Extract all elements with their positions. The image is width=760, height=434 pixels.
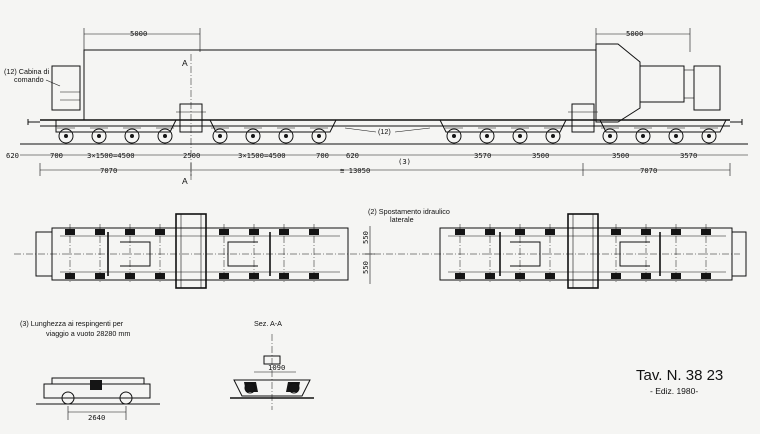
plan-wheel xyxy=(155,224,165,284)
dim-550-b: 550 xyxy=(361,261,370,274)
dim-550-a: 550 xyxy=(361,231,370,244)
dim-3x1500-left: 3×1500=4500 xyxy=(87,151,135,160)
wheel xyxy=(544,127,562,144)
dim-700-left: 700 xyxy=(50,151,63,160)
dim-3x1500-mid: 3×1500=4500 xyxy=(238,151,286,160)
plan-wheel xyxy=(309,224,319,284)
dim-3570-b: 3570 xyxy=(680,151,697,160)
wheel xyxy=(156,127,174,144)
dim-top-left: 5000 xyxy=(130,29,147,38)
dim-3500-b: 3500 xyxy=(612,151,629,160)
dim-2640: 2640 xyxy=(88,413,105,422)
dim-13050: ≅ 13050 xyxy=(340,166,370,175)
plan-wheel xyxy=(249,224,259,284)
cab-right xyxy=(693,65,721,111)
dim-top-right: 5000 xyxy=(626,29,643,38)
dim-620-mid: 620 xyxy=(346,151,359,160)
plan-wheel xyxy=(641,224,651,284)
section-aa: Sez. A-A 1090 xyxy=(230,319,314,410)
label-12: (12) xyxy=(378,127,391,136)
dim-700-mid: 700 xyxy=(316,151,329,160)
wheel xyxy=(90,127,108,144)
wheelsets-elevation xyxy=(57,127,718,144)
dim-620-left: 620 xyxy=(6,151,19,160)
side-elevation: 5000 5000 A A (12) Cabina di comando (12… xyxy=(4,28,748,186)
plan-view: 550 550 (2) Spostamento idraulico latera… xyxy=(14,207,747,289)
wheel xyxy=(310,127,328,144)
dim-3-ref: (3) xyxy=(398,157,411,166)
bolster-left xyxy=(179,103,203,133)
plan-wheel xyxy=(671,224,681,284)
section-mark-top: A xyxy=(182,58,188,68)
wheel xyxy=(634,127,652,144)
plan-wheel xyxy=(545,224,555,284)
bolster-right xyxy=(571,103,595,133)
wheel xyxy=(57,127,75,144)
dim-3500-a: 3500 xyxy=(532,151,549,160)
wheel xyxy=(445,127,463,144)
wheelsets-plan xyxy=(65,224,711,284)
drawing-number: Tav. N. 38 23 xyxy=(636,367,723,384)
label-cab-2: comando xyxy=(14,75,44,84)
wheel xyxy=(601,127,619,144)
bogie-view: 2640 xyxy=(36,377,160,422)
load-head xyxy=(595,43,641,123)
note-lateral-shift: (2) Spostamento idraulico xyxy=(368,207,450,216)
dim-7070-left: 7070 xyxy=(100,166,117,175)
wheel xyxy=(511,127,529,144)
plan-wheel xyxy=(279,224,289,284)
wheel xyxy=(211,127,229,144)
note-buffer-length-2: viaggio a vuoto 28280 mm xyxy=(46,329,130,338)
dim-1090: 1090 xyxy=(268,363,285,372)
wheel xyxy=(700,127,718,144)
section-mark-bottom: A xyxy=(182,176,188,186)
cab-left xyxy=(51,65,81,111)
plan-wheel xyxy=(611,224,621,284)
plan-wheel xyxy=(125,224,135,284)
wheel xyxy=(244,127,262,144)
note-buffer-length: (3) Lunghezza ai respingenti per xyxy=(20,319,124,328)
note-lateral-shift-2: laterale xyxy=(390,215,414,224)
plan-wheel xyxy=(485,224,495,284)
load-nozzle xyxy=(639,65,685,103)
wheel xyxy=(123,127,141,144)
drawing-edition: - Ediz. 1980- xyxy=(650,386,698,396)
plan-wheel xyxy=(455,224,465,284)
plan-wheel xyxy=(65,224,75,284)
dim-7070-right: 7070 xyxy=(640,166,657,175)
plan-wheel xyxy=(219,224,229,284)
wheel xyxy=(667,127,685,144)
dim-3570-a: 3570 xyxy=(474,151,491,160)
plan-bolster-right xyxy=(567,213,599,289)
load-body xyxy=(83,49,597,121)
plan-bolster-left xyxy=(175,213,207,289)
plan-wheel xyxy=(95,224,105,284)
wheel xyxy=(277,127,295,144)
wheel xyxy=(478,127,496,144)
dim-2500: 2500 xyxy=(183,151,200,160)
label-cab: (12) Cabina di xyxy=(4,67,50,76)
plan-wheel xyxy=(701,224,711,284)
plan-wheel xyxy=(515,224,525,284)
section-title: Sez. A-A xyxy=(254,319,282,328)
